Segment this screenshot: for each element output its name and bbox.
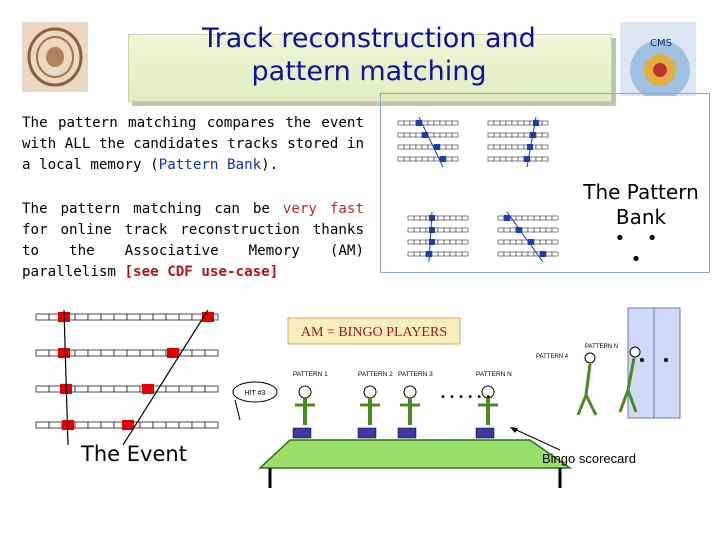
pattern-bank-frame [380, 93, 710, 273]
extra-pattern-4: PATTERN 4 [536, 354, 569, 360]
event-hit [122, 420, 134, 430]
pattern-bank-highlight: Pattern Bank [158, 157, 262, 173]
svg-text:CMS: CMS [650, 38, 672, 49]
title-banner [128, 34, 612, 102]
paragraph-pattern-matching: The pattern matching compares the event … [22, 113, 364, 176]
event-diagram [35, 309, 219, 446]
svg-text:PATTERN 2: PATTERN 2 [358, 371, 393, 378]
para1-end: ). [261, 157, 279, 173]
event-hit [202, 312, 214, 322]
event-hit [142, 384, 154, 394]
pattern-bank-label: The Pattern Bank [566, 180, 716, 230]
pattern-2 [487, 116, 549, 168]
title-line-1: Track reconstruction and [202, 23, 536, 54]
bank-label-line-2: Bank [615, 205, 667, 229]
bingo-player-1: PATTERN 1 [292, 371, 328, 439]
pattern-3 [407, 211, 469, 263]
pattern-1 [397, 116, 459, 168]
para2-mid: for online track reconstruction thanks t… [22, 222, 364, 280]
event-track-2 [122, 309, 209, 446]
svg-text:PATTERN 3: PATTERN 3 [398, 371, 433, 378]
event-label: The Event [81, 442, 187, 466]
event-hit [58, 348, 70, 358]
bingo-player-2: PATTERN 2 [357, 371, 393, 439]
paragraph-fast-reconstruction: The pattern matching can be very fast fo… [22, 199, 364, 283]
extra-pattern-n: PATTERN N [585, 344, 618, 350]
bingo-player-3: PATTERN 3 [397, 371, 433, 439]
event-track-1 [63, 309, 69, 446]
pattern-4 [497, 211, 559, 263]
svg-text:PATTERN N: PATTERN N [476, 371, 512, 378]
detector-logo-icon [22, 22, 88, 92]
pattern-bank-patterns [397, 116, 559, 263]
bingo-scorecard-label: Bingo scorecard [542, 451, 636, 466]
bingo-cartoon: AM = BINGO PLAYERS PATTERN 1 PATTERN 2 PAT… [232, 307, 681, 488]
cdf-use-case-link[interactable]: [see CDF use-case] [124, 264, 279, 280]
bingo-title-text: AM = BINGO PLAYERS [301, 325, 447, 340]
event-hit [167, 348, 179, 358]
para1-text: The pattern matching compares the event … [22, 115, 364, 173]
bingo-player-4: PATTERN N [475, 371, 512, 439]
svg-text:PATTERN 1: PATTERN 1 [293, 371, 328, 378]
very-fast-highlight: very fast [282, 201, 364, 217]
cms-logo-icon: CMS [620, 22, 696, 96]
speech-bubble-text: HIT #3 [245, 390, 266, 397]
title-line-2: pattern matching [251, 56, 487, 87]
bingo-dots: • • • • • • [440, 392, 491, 403]
slide-title: Track reconstruction and pattern matchin… [128, 22, 610, 88]
bank-label-line-1: The Pattern [583, 180, 699, 204]
more-patterns-dots: • • • [614, 228, 666, 270]
para2-text: The pattern matching can be [22, 201, 283, 217]
